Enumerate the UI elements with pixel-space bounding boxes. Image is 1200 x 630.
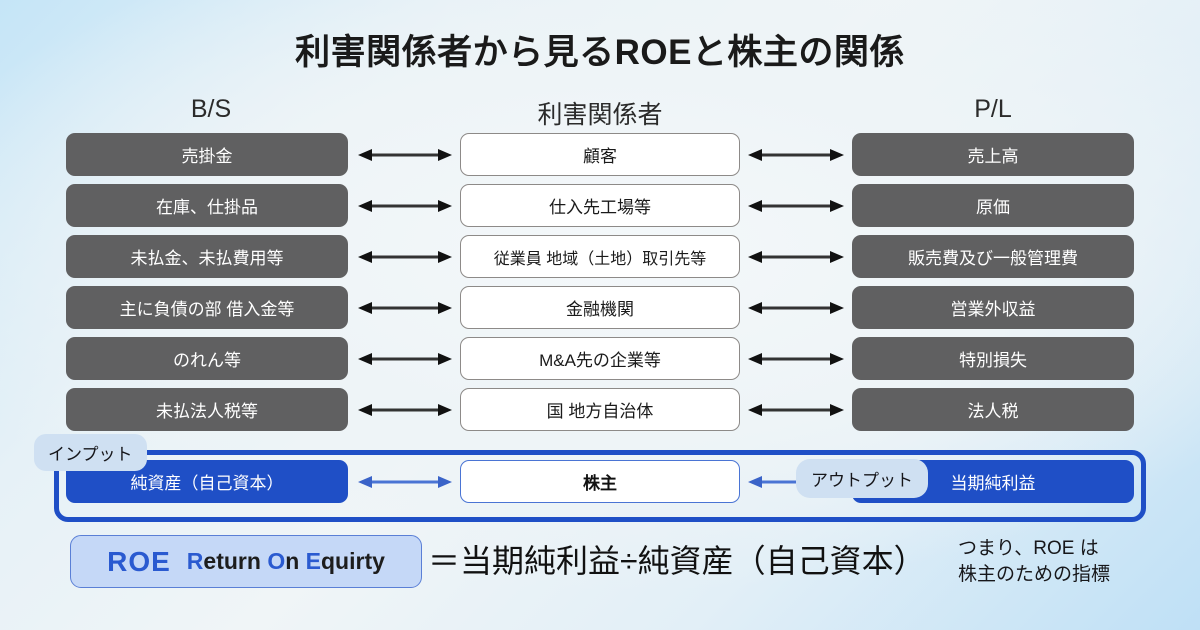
roe-abbreviation: ROE <box>107 545 171 577</box>
roe-equation: ＝当期純利益÷純資産（自己資本） <box>428 543 926 579</box>
double-arrow-icon <box>356 337 454 380</box>
net-assets-box[interactable]: 純資産（自己資本） <box>66 460 348 503</box>
pl-item-5[interactable]: 法人税 <box>852 388 1134 431</box>
roe-note-line-1: つまり、ROE は <box>958 538 1099 559</box>
roe-n-text: n <box>285 548 306 574</box>
output-badge: アウトプット <box>796 459 928 498</box>
table-row: 主に負債の部 借入金等 金融機関 営業外収益 <box>0 286 1200 329</box>
roe-definition-pill: ROE Return On Equirty <box>70 535 422 588</box>
stakeholder-item-2[interactable]: 従業員 地域（土地）取引先等 <box>460 235 740 278</box>
table-row: 売掛金 顧客 売上高 <box>0 133 1200 176</box>
pl-item-2[interactable]: 販売費及び一般管理費 <box>852 235 1134 278</box>
double-arrow-icon <box>746 388 846 431</box>
double-arrow-icon <box>746 184 846 227</box>
double-arrow-icon <box>746 235 846 278</box>
pl-item-0[interactable]: 売上高 <box>852 133 1134 176</box>
pl-item-1[interactable]: 原価 <box>852 184 1134 227</box>
pl-item-4[interactable]: 特別損失 <box>852 337 1134 380</box>
roe-e-letter: E <box>305 548 321 574</box>
input-badge: インプット <box>34 434 147 471</box>
stakeholder-item-1[interactable]: 仕入先工場等 <box>460 184 740 227</box>
column-header-pl: P/L <box>974 95 1012 123</box>
table-row: のれん等 M&A先の企業等 特別損失 <box>0 337 1200 380</box>
double-arrow-icon <box>746 337 846 380</box>
column-header-middle: 利害関係者 <box>537 101 663 129</box>
roe-full-name: Return On Equirty <box>187 548 385 575</box>
roe-eturn-text: eturn <box>203 548 268 574</box>
stakeholder-item-0[interactable]: 顧客 <box>460 133 740 176</box>
roe-quirty-text: quirty <box>321 548 385 574</box>
stakeholder-item-5[interactable]: 国 地方自治体 <box>460 388 740 431</box>
double-arrow-icon <box>356 460 454 503</box>
double-arrow-icon <box>356 235 454 278</box>
column-header-bs: B/S <box>190 95 232 123</box>
bs-item-2[interactable]: 未払金、未払費用等 <box>66 235 348 278</box>
bs-item-4[interactable]: のれん等 <box>66 337 348 380</box>
page-title: 利害関係者から見るROEと株主の関係 <box>295 33 905 72</box>
roe-note-line-2: 株主のための指標 <box>958 564 1111 585</box>
roe-note: つまり、ROE は 株主のための指標 <box>958 536 1110 588</box>
stakeholder-item-3[interactable]: 金融機関 <box>460 286 740 329</box>
shareholder-band-outline <box>54 450 1146 522</box>
bs-item-1[interactable]: 在庫、仕掛品 <box>66 184 348 227</box>
double-arrow-icon <box>356 388 454 431</box>
shareholder-row: 純資産（自己資本） 株主 当期純利益 <box>0 460 1200 503</box>
double-arrow-icon <box>746 286 846 329</box>
roe-r-letter: R <box>186 548 204 574</box>
stakeholder-item-4[interactable]: M&A先の企業等 <box>460 337 740 380</box>
double-arrow-icon <box>356 133 454 176</box>
table-row: 在庫、仕掛品 仕入先工場等 原価 <box>0 184 1200 227</box>
shareholder-box[interactable]: 株主 <box>460 460 740 503</box>
table-row: 未払法人税等 国 地方自治体 法人税 <box>0 388 1200 431</box>
bs-item-5[interactable]: 未払法人税等 <box>66 388 348 431</box>
bs-item-3[interactable]: 主に負債の部 借入金等 <box>66 286 348 329</box>
double-arrow-icon <box>356 286 454 329</box>
bs-item-0[interactable]: 売掛金 <box>66 133 348 176</box>
double-arrow-icon <box>356 184 454 227</box>
table-row: 未払金、未払費用等 従業員 地域（土地）取引先等 販売費及び一般管理費 <box>0 235 1200 278</box>
roe-o-letter: O <box>267 548 286 574</box>
double-arrow-icon <box>746 133 846 176</box>
pl-item-3[interactable]: 営業外収益 <box>852 286 1134 329</box>
